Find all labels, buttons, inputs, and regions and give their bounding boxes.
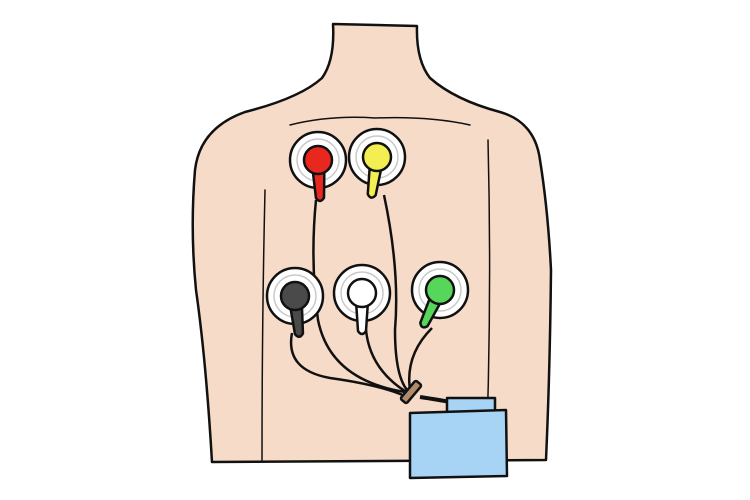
lead-wires <box>289 194 451 404</box>
electrode-red <box>288 130 348 203</box>
electrode-head <box>302 144 334 176</box>
connector <box>399 379 423 405</box>
electrode-clip <box>366 162 384 199</box>
electrode-head <box>279 280 311 312</box>
collarbone-line <box>289 116 471 126</box>
holter-device <box>408 408 509 480</box>
electrode-black <box>265 266 325 339</box>
arm-line-left <box>261 189 266 461</box>
torso <box>191 22 553 464</box>
electrode-head <box>361 141 393 173</box>
electrode-head <box>346 277 378 309</box>
electrode-clip <box>354 299 370 336</box>
electrode-green <box>410 260 470 329</box>
electrode-clip <box>288 301 305 339</box>
electrode-head <box>424 274 456 306</box>
electrode-yellow <box>347 127 407 199</box>
electrode-white <box>332 263 392 336</box>
electrode-clip <box>311 166 326 203</box>
